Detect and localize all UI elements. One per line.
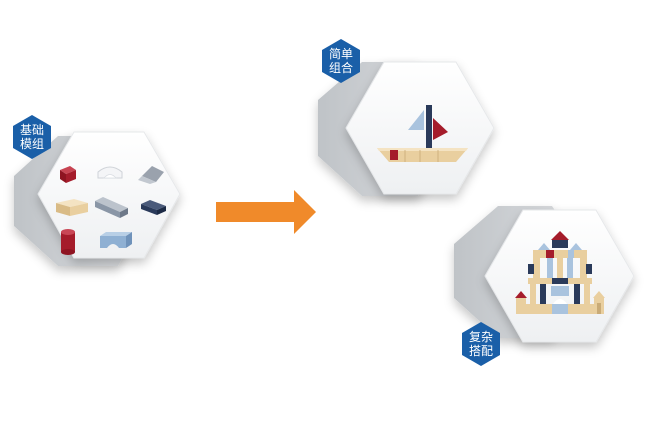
orange-right-arrow-icon (216, 190, 316, 234)
badge-complex-label: 复杂 搭配 (461, 330, 501, 358)
badge-simple-line-1: 简单 (328, 47, 353, 61)
light-sail (408, 110, 424, 130)
boat-hull (377, 148, 468, 162)
blue-arch-block (100, 232, 132, 248)
badge-basic-label: 基础 模组 (12, 123, 52, 151)
badge-basic-line-1: 基础 (19, 123, 44, 137)
red-cylinder-block (61, 229, 75, 255)
badge-complex-hexagon (462, 322, 500, 366)
white-arch-block (97, 166, 123, 179)
triangle-block (138, 166, 164, 184)
block-castle-icon (515, 231, 605, 314)
navy-block (141, 200, 166, 215)
badge-complex-line-1: 复杂 (468, 330, 493, 344)
badge-simple-hexagon (322, 39, 360, 83)
boat-mast (426, 105, 432, 148)
card-simple-combination (318, 61, 495, 196)
grey-beam-block (95, 197, 128, 218)
wooden-blocks-icon (56, 166, 166, 255)
red-sail (433, 118, 448, 140)
card-basic-modules (14, 131, 181, 266)
badge-complex-line-2: 搭配 (468, 344, 493, 358)
card-complex-build (454, 206, 635, 343)
badge-basic-line-2: 模组 (19, 137, 44, 151)
badge-simple-line-2: 组合 (328, 61, 353, 75)
red-cube-block (60, 166, 76, 183)
block-sailboat-icon (377, 105, 468, 162)
badge-simple-label: 简单 组合 (321, 47, 361, 75)
card-front-hexagon (37, 131, 181, 259)
badge-basic-hexagon (13, 115, 51, 159)
wood-rectangle-block (56, 199, 88, 216)
